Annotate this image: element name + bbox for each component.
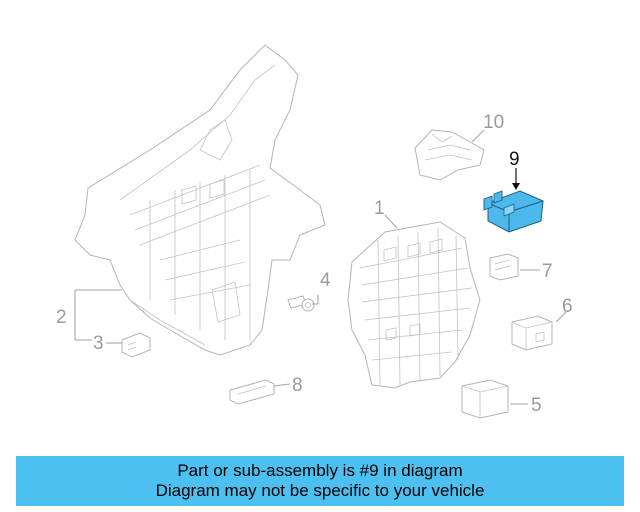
- callout-8: 8: [292, 375, 303, 396]
- callout-5: 5: [531, 395, 542, 416]
- fuse-8-drawing: [229, 379, 275, 405]
- fuse-box-bracket-drawing: [74, 44, 326, 356]
- callout-labels: 1 2 3 4 5 6 7 8 9 10: [56, 112, 573, 416]
- callout-7: 7: [542, 261, 553, 282]
- callout-3: 3: [93, 333, 104, 354]
- callout-1: 1: [374, 198, 385, 219]
- bracket-10-drawing: [414, 129, 485, 181]
- callout-9[interactable]: 9: [509, 149, 520, 170]
- callout-10: 10: [483, 112, 504, 133]
- banner-line-disclaimer: Diagram may not be specific to your vehi…: [155, 481, 485, 500]
- callout-4: 4: [320, 270, 331, 291]
- relay-5-drawing: [461, 379, 509, 419]
- banner-line-part-number: Part or sub-assembly is #9 in diagram: [177, 461, 463, 480]
- relay-box-assembly-drawing: [347, 221, 481, 389]
- info-banner: Part or sub-assembly is #9 in diagram Di…: [16, 456, 624, 506]
- callout-2: 2: [56, 307, 67, 328]
- callout-6: 6: [562, 296, 573, 317]
- relay-7-drawing: [489, 253, 519, 281]
- leader-lines: [74, 129, 567, 405]
- parts-diagram: 1 2 3 4 5 6 7 8 9 10: [56, 44, 573, 419]
- bolt-4-drawing: [287, 295, 315, 312]
- relay-6-drawing: [511, 315, 553, 351]
- clip-3-drawing: [121, 332, 151, 358]
- relay-9-highlighted-drawing[interactable]: [483, 190, 544, 233]
